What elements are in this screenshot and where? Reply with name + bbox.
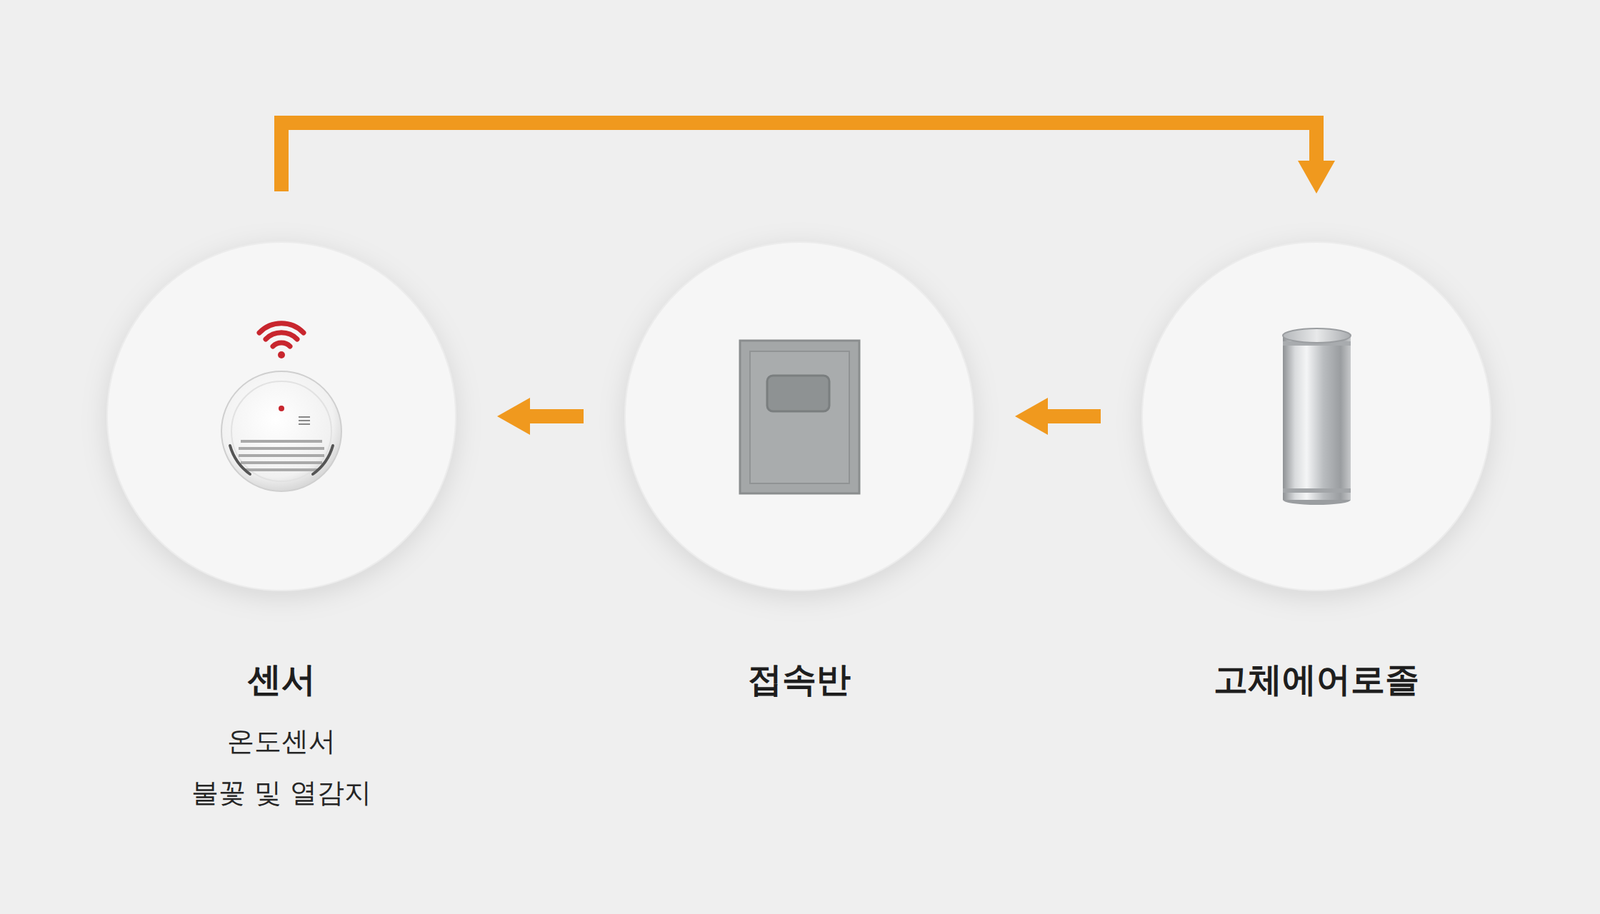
- process-circle: 센서온도센서불꽃 및 열감지: [105, 240, 458, 593]
- node-title: 센서: [0, 657, 586, 702]
- node-subtitle: 불꽃 및 열감지: [0, 767, 586, 819]
- node-label-group: 접속반: [523, 657, 1075, 702]
- arrow-shaft: [1046, 409, 1101, 424]
- arrow-head: [1297, 160, 1335, 194]
- arrow-shaft: [528, 409, 584, 424]
- node-label-group: 고체에어로졸: [1040, 657, 1593, 702]
- arrow-shaft: [281, 122, 1317, 192]
- flow-arrow: [1015, 397, 1101, 435]
- arrow-head: [1015, 397, 1048, 435]
- process-circle: 고체에어로졸: [1140, 240, 1493, 593]
- node-subtitle: 온도센서: [0, 715, 586, 768]
- node-label-group: 센서온도센서불꽃 및 열감지: [0, 657, 586, 819]
- flow-arrow: [497, 397, 584, 435]
- circle-outline: [105, 240, 458, 593]
- node-title: 접속반: [523, 657, 1075, 702]
- process-circle: 접속반: [623, 240, 975, 593]
- circle-outline: [1140, 240, 1493, 593]
- arrow-head: [497, 397, 530, 435]
- node-title: 고체에어로졸: [1040, 657, 1593, 702]
- flow-arrow: [281, 122, 1335, 194]
- circle-outline: [623, 240, 975, 593]
